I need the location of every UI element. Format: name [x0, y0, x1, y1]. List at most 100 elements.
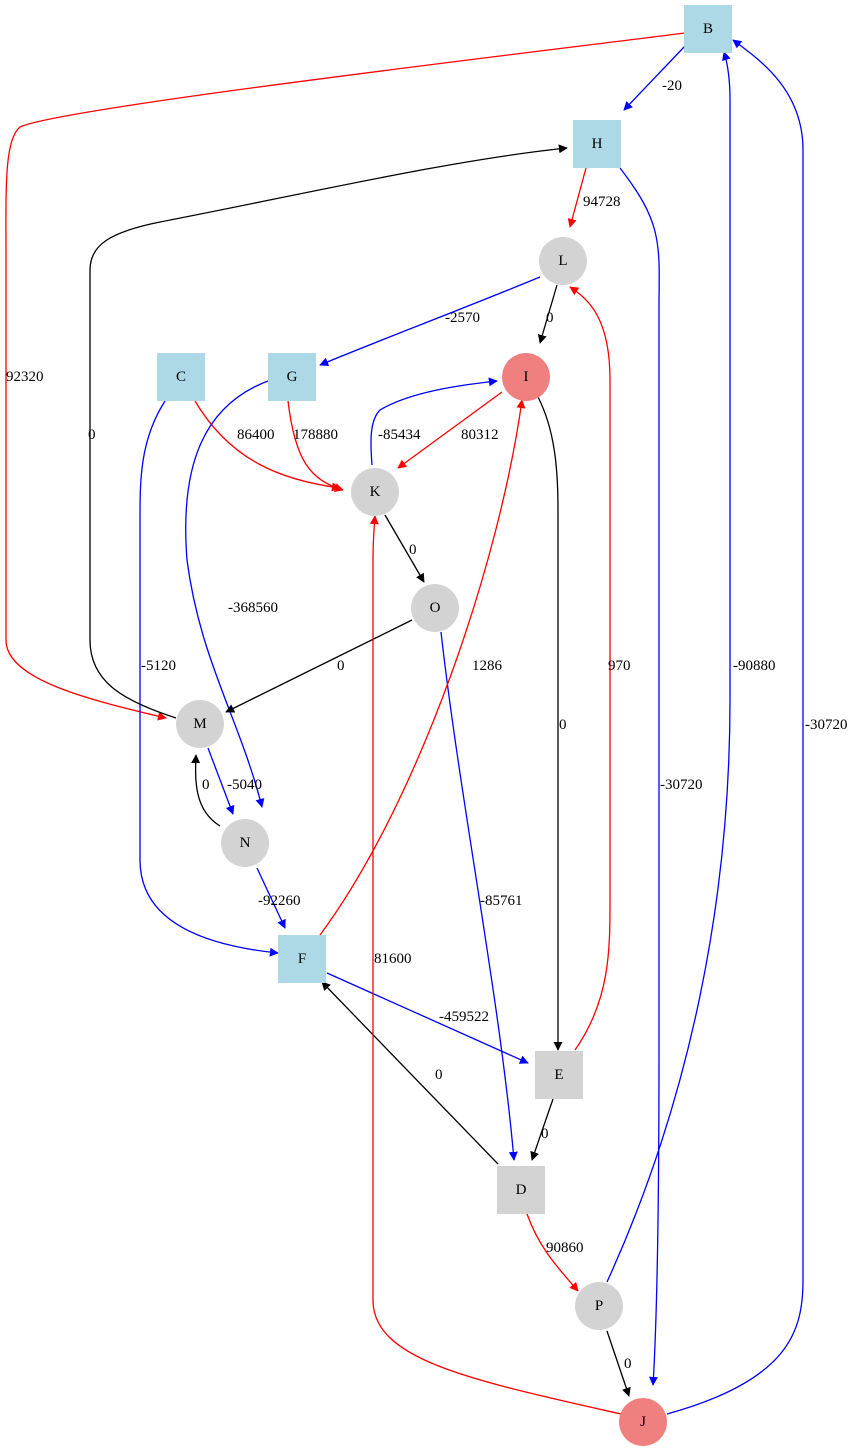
edge-label-f-e: -459522	[439, 1009, 489, 1025]
node-label: P	[595, 1298, 603, 1314]
edge-label-e-l: 970	[608, 658, 631, 674]
edge-line	[606, 1330, 631, 1397]
node-label: N	[240, 835, 251, 851]
edge-h-l	[567, 167, 587, 228]
node-i[interactable]: I	[502, 353, 550, 401]
node-label: I	[524, 369, 529, 385]
edge-line	[384, 514, 425, 583]
edge-label-n-f: -92260	[258, 893, 301, 909]
edge-k-i	[370, 377, 498, 466]
node-label: J	[640, 1414, 646, 1430]
edge-line	[191, 754, 221, 827]
node-f[interactable]: F	[278, 935, 326, 983]
edge-j-b	[666, 39, 804, 1415]
edge-label-m-n: -5040	[227, 777, 262, 793]
edge-label-h-l: 94728	[583, 194, 621, 210]
edge-label-p-j: 0	[624, 1356, 632, 1372]
edge-line	[567, 167, 587, 228]
node-label: B	[703, 21, 713, 37]
node-n[interactable]: N	[221, 819, 269, 867]
edge-line	[319, 276, 541, 367]
node-box-shape	[535, 1051, 583, 1099]
edge-label-k-i: -85434	[378, 427, 421, 443]
edge-m-h	[89, 144, 568, 719]
node-j[interactable]: J	[619, 1398, 667, 1446]
edge-line	[139, 400, 279, 957]
edge-f-i	[319, 399, 526, 936]
node-label: H	[592, 136, 603, 152]
edge-line	[326, 972, 529, 1064]
edge-p-j	[606, 1330, 631, 1397]
node-label: E	[554, 1067, 563, 1083]
edge-line	[537, 396, 563, 1051]
node-label: L	[558, 253, 567, 269]
node-box-shape	[573, 120, 621, 168]
node-m[interactable]: M	[176, 700, 224, 748]
edge-labels-layer: -209232094728-307200-257086400-512017888…	[6, 78, 848, 1372]
node-label: K	[370, 484, 381, 500]
edge-line	[194, 400, 341, 492]
edge-c-f	[139, 400, 279, 957]
edge-line	[321, 981, 499, 1165]
node-b[interactable]: B	[684, 5, 732, 53]
edge-label-i-e: 0	[559, 717, 567, 733]
node-o[interactable]: O	[411, 584, 459, 632]
edge-label-c-f: -5120	[141, 658, 176, 674]
node-c[interactable]: C	[157, 353, 205, 401]
node-box-shape	[684, 5, 732, 53]
edge-label-i-k: 80312	[461, 427, 499, 443]
node-h[interactable]: H	[573, 120, 621, 168]
node-box-shape	[268, 353, 316, 401]
edge-h-j	[619, 167, 660, 1386]
edge-m-n	[207, 747, 235, 815]
node-p[interactable]: P	[575, 1282, 623, 1330]
node-circle-shape	[575, 1282, 623, 1330]
edge-l-g	[319, 276, 541, 367]
edge-label-h-j: -30720	[660, 777, 703, 793]
node-label: M	[193, 716, 206, 732]
node-label: O	[430, 600, 441, 616]
edge-i-e	[537, 396, 563, 1051]
edge-k-o	[384, 514, 425, 583]
node-circle-shape	[502, 353, 550, 401]
node-l[interactable]: L	[539, 237, 587, 285]
edge-line	[623, 45, 686, 111]
node-label: F	[298, 951, 306, 967]
edge-label-g-k: 178880	[293, 427, 338, 443]
edge-p-b	[606, 51, 731, 1283]
edge-label-l-g: -2570	[445, 310, 480, 326]
edge-label-m-h: 0	[88, 427, 96, 443]
edge-label-p-b: -90880	[733, 658, 776, 674]
edge-label-n-m: 0	[202, 777, 210, 793]
edge-line	[537, 284, 558, 344]
edge-label-g-n: -368560	[228, 600, 278, 616]
edge-label-j-b: -30720	[805, 717, 848, 733]
edge-line	[397, 391, 503, 469]
node-box-shape	[157, 353, 205, 401]
edge-label-f-i: 1286	[472, 658, 503, 674]
edge-line	[319, 399, 526, 936]
node-e[interactable]: E	[535, 1051, 583, 1099]
edge-d-p	[526, 1213, 579, 1292]
edge-line	[569, 286, 611, 1051]
edge-line	[185, 376, 281, 808]
node-circle-shape	[351, 468, 399, 516]
edge-b-m	[5, 32, 686, 721]
edge-label-o-d: -85761	[480, 893, 523, 909]
edge-label-b-h: -20	[662, 78, 682, 94]
edge-d-f	[321, 981, 499, 1165]
node-g[interactable]: G	[268, 353, 316, 401]
edge-g-k	[287, 400, 344, 492]
edge-line	[606, 51, 731, 1283]
node-k[interactable]: K	[351, 468, 399, 516]
edge-line	[666, 39, 804, 1415]
edge-line	[619, 167, 660, 1386]
edge-label-d-f: 0	[435, 1067, 443, 1083]
node-d[interactable]: D	[497, 1166, 545, 1214]
edge-label-o-m: 0	[337, 658, 345, 674]
edge-g-n	[185, 376, 281, 808]
edge-e-d	[530, 1098, 554, 1161]
edge-label-b-m: 92320	[6, 369, 44, 385]
edge-n-f	[256, 867, 286, 929]
